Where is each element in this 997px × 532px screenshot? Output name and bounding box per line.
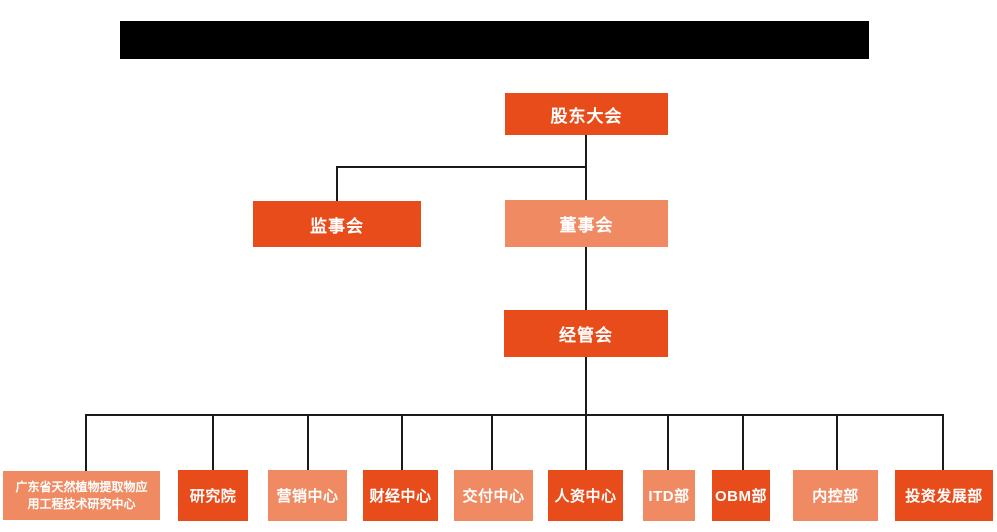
redacted-title-bar [120,21,869,59]
connector-supervisory-drop [336,167,338,201]
connector-dept-drop-1 [85,415,87,471]
connector-dept-drop-6 [585,415,587,470]
connector-dept-drop-4 [401,415,403,470]
connector-dept-drop-3 [307,415,309,470]
dept-box-finance-center: 财经中心 [363,470,438,521]
connector-dept-drop-10 [942,415,944,470]
dept-box-internal-control: 内控部 [793,470,878,521]
dept-box-itd: ITD部 [643,470,695,521]
connector-board-drop [585,167,587,200]
connector-dept-drop-7 [667,415,669,470]
connector-board-to-management [585,247,587,310]
connector-dept-drop-9 [836,415,838,470]
connector-management-down [585,357,587,415]
connector-level2-horizontal [336,166,587,168]
shareholders-meeting-box: 股东大会 [505,93,668,135]
connector-departments-horizontal [85,414,944,416]
dept-box-marketing-center: 营销中心 [268,470,347,521]
dept-box-hr-center: 人资中心 [548,470,623,521]
management-committee-box: 经管会 [504,310,668,357]
connector-dept-drop-8 [742,415,744,470]
connector-root-down [585,135,587,168]
dept-box-research-center: 广东省天然植物提取物应用工程技术研究中心 [3,471,160,520]
dept-box-obm: OBM部 [712,470,770,521]
dept-box-research-institute: 研究院 [178,470,248,521]
dept-box-investment-development: 投资发展部 [895,470,993,521]
dept-box-delivery-center: 交付中心 [454,470,533,521]
connector-dept-drop-2 [212,415,214,470]
supervisory-board-box: 监事会 [253,201,421,247]
connector-dept-drop-5 [491,415,493,470]
board-of-directors-box: 董事会 [505,200,668,247]
